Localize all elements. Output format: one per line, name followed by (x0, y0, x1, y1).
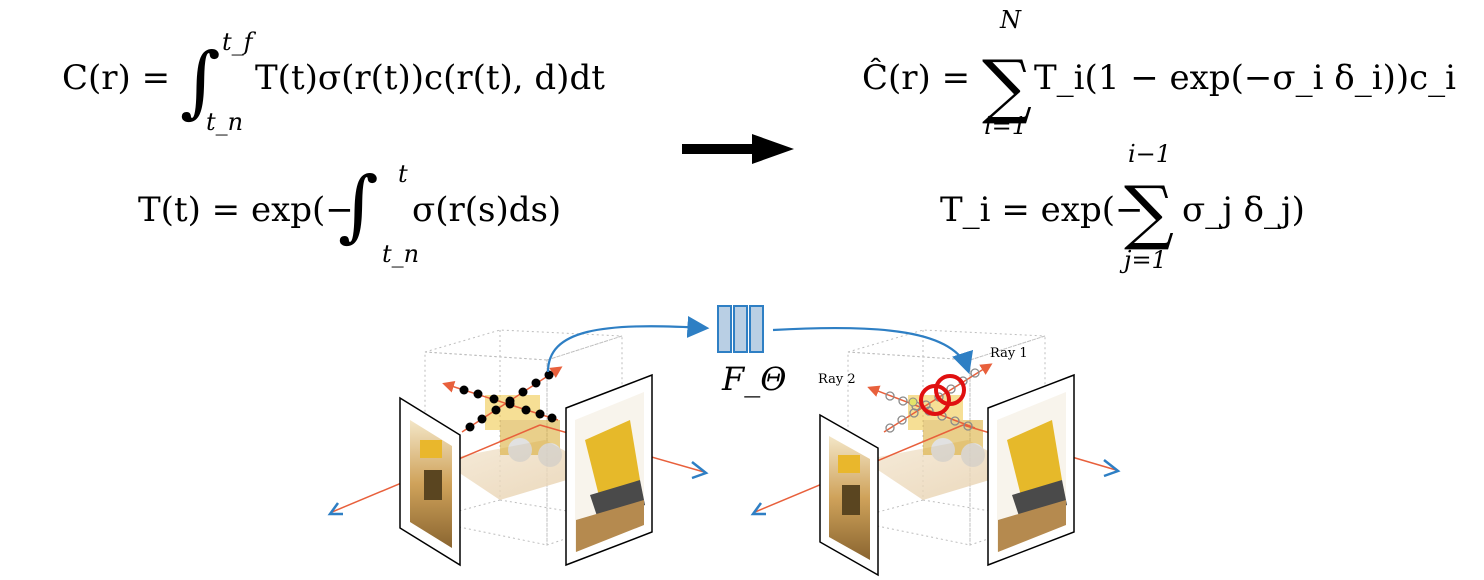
discrete-transmittance-sum-lower: j=1 (1124, 246, 1167, 274)
left-camera-image (400, 398, 460, 565)
right-right-camera-image (988, 375, 1074, 565)
discrete-color-lhs: Ĉ(r) = (862, 58, 970, 98)
ray2-label: Ray 2 (818, 372, 856, 387)
network-to-output-arrow (773, 328, 968, 370)
continuous-transmittance-lhs: T(t) = exp(− (138, 190, 354, 230)
continuous-transmittance-integrand: σ(r(s)ds) (412, 190, 561, 230)
left-scene (330, 330, 706, 565)
network-label: F_Θ (722, 360, 786, 398)
discrete-color-sum-upper: N (1000, 6, 1021, 34)
network-block (718, 306, 763, 352)
right-camera-image (566, 375, 652, 565)
discrete-transmittance-summand: σ_j δ_j) (1182, 190, 1305, 230)
ray1-label: Ray 1 (990, 346, 1028, 361)
discrete-transmittance-lhs: T_i = exp(− (940, 190, 1143, 230)
continuous-color-integral-lower: t_n (206, 108, 243, 136)
right-left-camera-image (820, 415, 878, 575)
input-to-network-arrow (548, 326, 705, 372)
continuous-transmittance-integral-lower: t_n (382, 240, 419, 268)
continuous-color-integrand: T(t)σ(r(t))c(r(t), d)dt (255, 58, 605, 98)
continuous-color-integral-upper: t_f (222, 28, 253, 56)
discrete-transmittance-sum-upper: i−1 (1128, 140, 1171, 168)
right-scene (753, 330, 1118, 575)
transform-arrow (682, 134, 794, 164)
discrete-color-summand: T_i(1 − exp(−σ_i δ_i))c_i (1034, 58, 1456, 98)
discrete-color-sum-lower: i=1 (984, 112, 1027, 140)
continuous-color-lhs: C(r) = (62, 58, 170, 98)
continuous-transmittance-integral-upper: t (398, 160, 408, 188)
